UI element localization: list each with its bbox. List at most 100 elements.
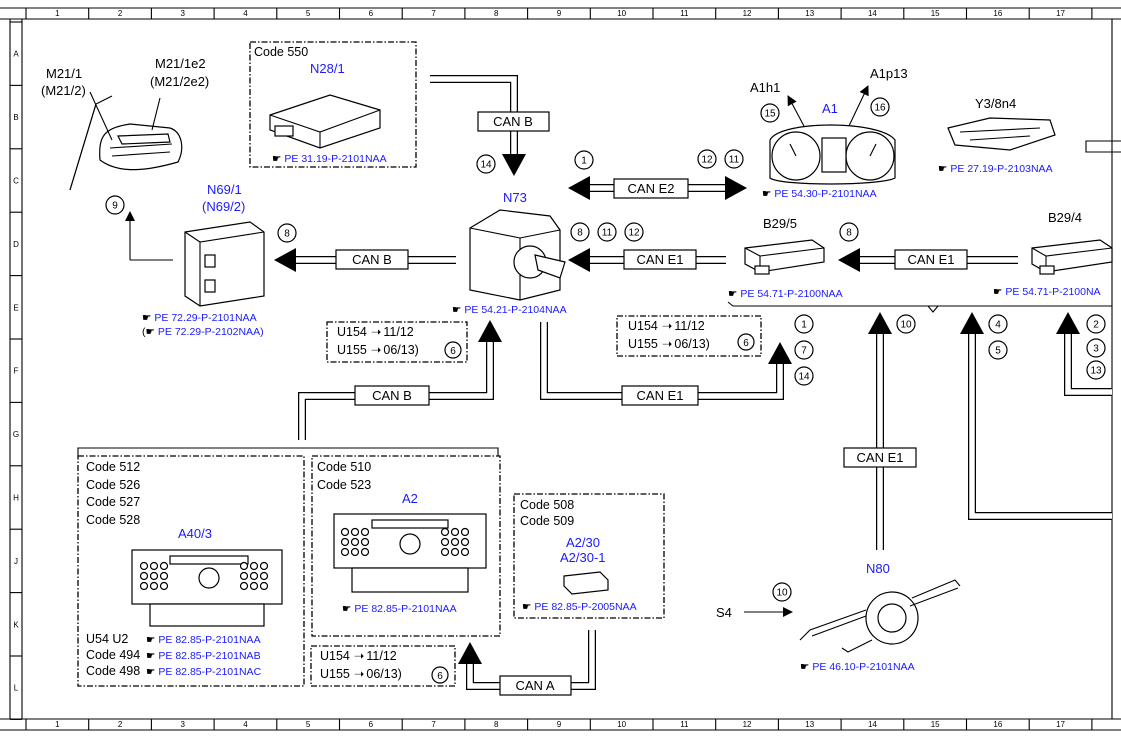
grid-column-label: 8 xyxy=(494,720,499,729)
svg-text:☛PE 54.21-P-2104NAA: ☛PE 54.21-P-2104NAA xyxy=(452,304,567,316)
m21e2-alt-label: (M21/2e2) xyxy=(150,74,209,89)
svg-text:☛PE 54.71-P-2100NA: ☛PE 54.71-P-2100NA xyxy=(993,286,1101,298)
callout-circle xyxy=(760,103,780,123)
svg-text:6: 6 xyxy=(437,671,443,682)
grid-column-label: 14 xyxy=(868,720,877,729)
grid-column-label: 4 xyxy=(243,9,248,18)
a1h1-label: A1h1 xyxy=(750,80,780,95)
callout-number: 14 xyxy=(798,372,810,383)
callout-number: 8 xyxy=(284,229,290,240)
switch-module-n80: N80 ☛PE 46.10-P-2101NAA S4 xyxy=(716,561,961,673)
grid-column-label: 9 xyxy=(557,720,562,729)
grid-column-label: 14 xyxy=(868,9,877,18)
callout-number: 9 xyxy=(112,201,118,212)
callout-number: 15 xyxy=(764,109,776,120)
pointing-hand-icon: ☛ xyxy=(800,661,809,673)
grid-column-label: 16 xyxy=(993,720,1002,729)
grid-row-label: F xyxy=(14,367,19,376)
radio-button-icon xyxy=(159,581,169,591)
a2-30-1-label: A2/30-1 xyxy=(560,550,606,565)
callout-circle xyxy=(277,223,297,243)
mirror-m21: M21/1 (M21/2) M21/1e2 (M21/2e2) xyxy=(41,56,209,191)
svg-text:Code 510: Code 510 xyxy=(317,460,371,474)
grid-row-label: J xyxy=(14,557,18,566)
radio-button-icon xyxy=(460,547,470,557)
can-a-label: CAN A xyxy=(515,678,554,693)
svg-text:(☛PE 72.29-P-2102NAA): (☛PE 72.29-P-2102NAA) xyxy=(142,326,264,338)
grid-column-labels: 1122334455667788991010111112121313141415… xyxy=(55,9,1065,729)
grid-row-label: C xyxy=(13,177,19,186)
radio-button-icon xyxy=(149,581,159,591)
svg-text:U54 U2: U54 U2 xyxy=(86,632,128,646)
grid-row-label: L xyxy=(14,684,19,693)
radio-button-icon xyxy=(460,527,470,537)
callout-circle xyxy=(870,97,890,117)
svg-text:☛PE 72.29-P-2101NAA: ☛PE 72.29-P-2101NAA xyxy=(142,312,257,324)
radio-button-icon xyxy=(249,561,259,571)
pointing-hand-icon: ☛ xyxy=(993,286,1002,298)
radio-button-icon xyxy=(259,581,269,591)
grid-row-ticks xyxy=(10,21,22,720)
callout-circle xyxy=(105,195,125,215)
callout-number: 12 xyxy=(628,228,640,239)
grid-column-label: 2 xyxy=(118,720,123,729)
pointing-hand-icon: ☛ xyxy=(142,312,151,324)
pointing-hand-icon: ☛ xyxy=(146,634,155,646)
svg-text:Code 509: Code 509 xyxy=(520,514,574,528)
n80-label: N80 xyxy=(866,561,890,576)
module-y3-8n4: Y3/8n4 ☛PE 27.19-P-2103NAA xyxy=(938,96,1121,175)
svg-text:Code 494: Code 494 xyxy=(86,648,140,662)
can-b-n69-label: CAN B xyxy=(352,252,392,267)
a40-label: A40/3 xyxy=(178,526,212,541)
sensor-b29-4: B29/4 ☛PE 54.71-P-2100NA xyxy=(993,210,1113,298)
radio-button-icon xyxy=(350,537,360,547)
radio-button-icon xyxy=(460,537,470,547)
grid-column-label: 11 xyxy=(680,720,689,729)
callout-circle xyxy=(794,340,814,360)
note-low: U154➝11/12 U155➝06/13) 6 xyxy=(310,645,456,687)
callout-circle xyxy=(1086,314,1106,334)
svg-text:Code 527: Code 527 xyxy=(86,495,140,509)
svg-text:Code 526: Code 526 xyxy=(86,478,140,492)
grid-column-label: 6 xyxy=(369,9,374,18)
radio-button-icon xyxy=(159,571,169,581)
radio-button-icon xyxy=(249,571,259,581)
svg-text:U155➝06/13): U155➝06/13) xyxy=(320,667,402,681)
n28-code: Code 550 xyxy=(254,45,308,59)
radio-button-icon xyxy=(340,527,350,537)
radio-button-icon xyxy=(350,547,360,557)
callout-number: 3 xyxy=(1093,344,1099,355)
callout-circle xyxy=(794,366,814,386)
can-e1-b29-label: CAN E1 xyxy=(908,252,955,267)
y3-label: Y3/8n4 xyxy=(975,96,1016,111)
radio-button-icon xyxy=(440,527,450,537)
grid-column-label: 9 xyxy=(557,9,562,18)
grid-column-label: 11 xyxy=(680,9,689,18)
svg-text:☛PE 31.19-P-2101NAA: ☛PE 31.19-P-2101NAA xyxy=(272,153,387,165)
radio-button-icon xyxy=(139,571,149,581)
callout-number: 2 xyxy=(1093,320,1099,331)
grid-row-label: B xyxy=(13,113,18,122)
radio-button-icon xyxy=(259,571,269,581)
grid-column-label: 8 xyxy=(494,9,499,18)
callout-number: 14 xyxy=(480,160,492,171)
grid-column-label: 7 xyxy=(431,720,436,729)
svg-text:Code 512: Code 512 xyxy=(86,460,140,474)
b29-4-label: B29/4 xyxy=(1048,210,1082,225)
grid-column-label: 12 xyxy=(743,9,752,18)
radio-button-icon xyxy=(340,547,350,557)
radio-button-icon xyxy=(149,561,159,571)
grid-column-label: 5 xyxy=(306,720,311,729)
svg-text:Code 508: Code 508 xyxy=(520,498,574,512)
grid-column-label: 10 xyxy=(617,720,626,729)
sensor-b29-5: B29/5 ☛PE 54.71-P-2100NAA xyxy=(728,216,843,300)
callout-number: 10 xyxy=(776,588,788,599)
pointing-hand-icon: ☛ xyxy=(342,603,351,615)
radio-button-icon xyxy=(159,561,169,571)
note-n73: U154➝11/12 U155➝06/13) 6 xyxy=(326,321,468,363)
callout-number: 1 xyxy=(801,320,807,331)
svg-text:☛PE 82.85-P-2101NAA: ☛PE 82.85-P-2101NAA xyxy=(342,603,457,615)
